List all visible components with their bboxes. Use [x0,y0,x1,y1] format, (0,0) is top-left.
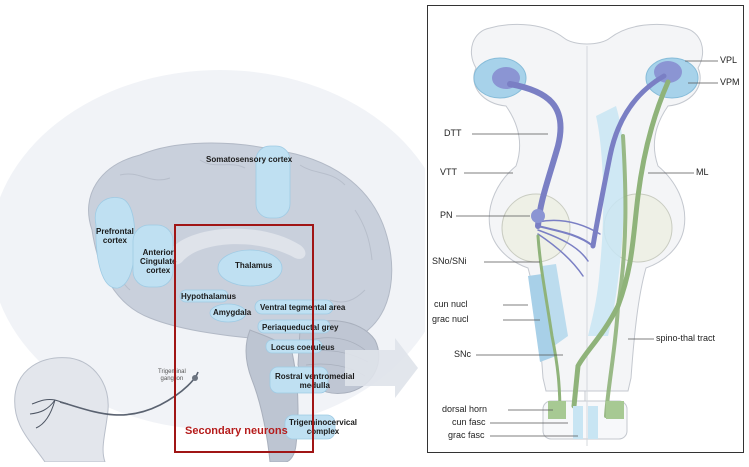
leader-lines [456,60,718,437]
facial-nerve-branches [29,399,69,429]
label-vpl: VPL [720,55,738,65]
label-cun-fasc: cun fasc [452,417,486,427]
brain-svg [0,70,450,463]
head-silhouette [14,357,109,463]
label-vtt: VTT [440,167,457,177]
trigeminal-ganglion-dot [192,375,198,381]
secondary-neurons-box [174,224,314,453]
label-cun-nucl: cun nucl [434,299,468,309]
locus-label: Locus coeruleus [271,343,335,352]
thalamus-label: Thalamus [235,261,273,270]
label-vpm: VPM [720,77,740,87]
secondary-neurons-label: Secondary neurons [185,425,288,437]
cerebrum [88,142,393,351]
somatosensory-region [255,145,291,219]
corpus-callosum [169,228,306,265]
trigeminocervical-label: Trigeminocervical complex [289,418,358,437]
label-sno-sni: SNo/SNi [432,256,467,266]
label-spino-thal: spino-thal tract [656,333,716,343]
label-dtt: DTT [444,128,462,138]
pag-label: Periaqueductal grey [262,323,339,332]
amygdala-region [209,303,247,323]
pathway-panel: VPL VPM DTT VTT ML PN SNo/SNi cun nucl g… [427,5,744,453]
label-dorsal-horn: dorsal horn [442,404,488,414]
amygdala-label: Amygdala [213,308,252,317]
trigeminal-nerve [59,371,199,416]
trigeminal-ganglion-label: Trigeminal ganglion [158,369,186,382]
trigeminocervical-region [284,414,336,440]
pointer-arrow [345,338,418,398]
label-ml: ML [696,167,709,177]
rvm-label: Rostral ventromedial medulla [275,372,355,391]
sensory-tracts [536,79,671,419]
vta-label: Ventral tegmental area [260,303,346,312]
anterior-cingulate-label: Anterior Cingulate cortex [140,248,177,276]
anterior-cingulate-region [132,224,174,288]
locus-region [265,339,323,354]
label-pn: PN [440,210,453,220]
hypothalamus-region [179,289,229,303]
pathway-svg [456,23,718,446]
label-grac-fasc: grac fasc [448,430,485,440]
hypothalamus-label: Hypothalamus [181,292,237,301]
prefrontal-label: Prefrontal cortex [96,227,134,246]
somatosensory-label: Somatosensory cortex [206,155,293,164]
trigeminal-tracts [507,73,667,277]
label-grac-nucl: grac nucl [432,314,469,324]
thalamus-region [217,249,283,287]
label-snc: SNc [454,349,472,359]
brain-illustration: Somatosensory cortex Prefrontal cortex A… [0,70,450,463]
